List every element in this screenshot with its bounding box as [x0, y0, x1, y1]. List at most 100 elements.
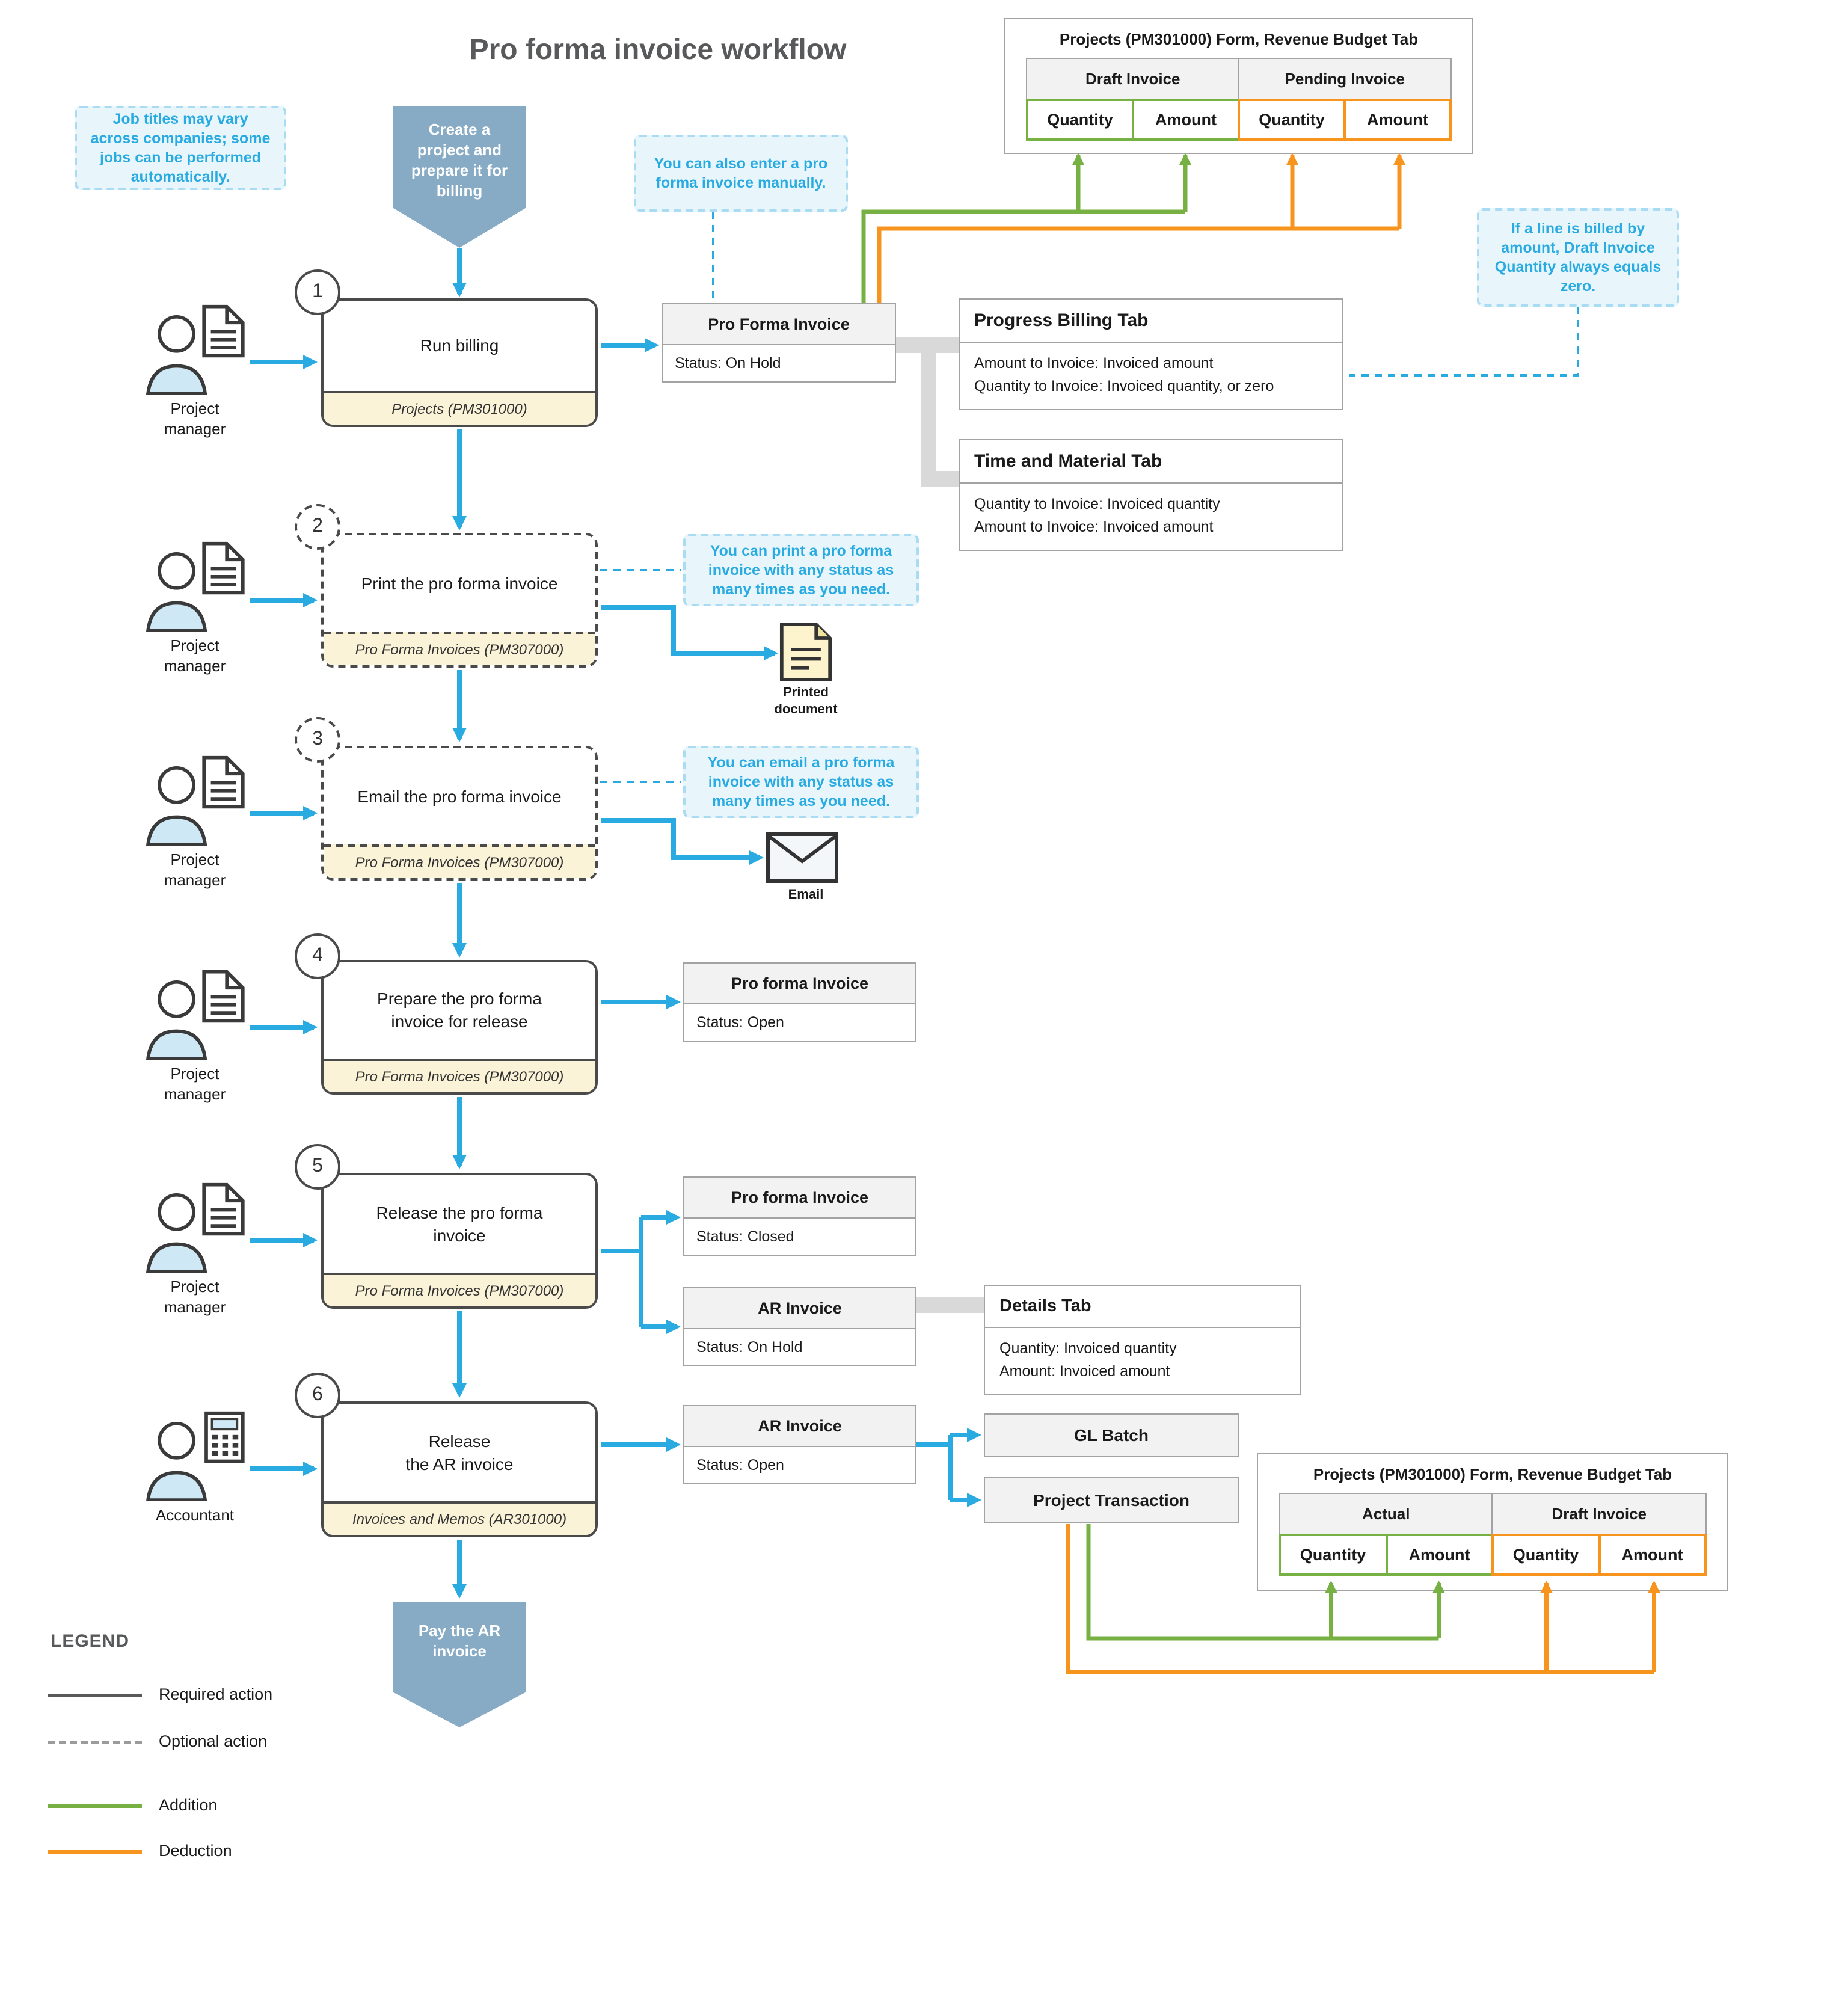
page-title: Pro forma invoice workflow	[469, 34, 847, 66]
step-title: Email the pro forma invoice	[357, 786, 562, 806]
column-group-actual: Actual	[1279, 1493, 1494, 1535]
table-title: Projects (PM301000) Form, Revenue Budget…	[1313, 1465, 1672, 1483]
revenue-budget-table-bottom: Projects (PM301000) Form, Revenue Budget…	[1257, 1453, 1728, 1591]
step-number-5: 5	[295, 1144, 340, 1190]
project-transaction-box: Project Transaction	[984, 1477, 1239, 1523]
printed-document-icon	[779, 622, 832, 682]
step-screen: Pro Forma Invoices (PM307000)	[324, 844, 595, 878]
time-material-tab-box: Time and Material Tab Quantity to Invoic…	[959, 439, 1343, 551]
legend-label: Addition	[159, 1796, 218, 1814]
step-screen: Pro Forma Invoices (PM307000)	[324, 1059, 595, 1092]
column-group-pending-invoice: Pending Invoice	[1238, 58, 1452, 100]
email-label: Email	[788, 888, 824, 902]
document-status: Status: Open	[696, 1014, 784, 1031]
step-number-3: 3	[295, 717, 340, 763]
progress-billing-tab-box: Progress Billing Tab Amount to Invoice: …	[959, 298, 1343, 410]
column-quantity: Quantity	[1491, 1533, 1600, 1575]
document-title: AR Invoice	[684, 1288, 915, 1329]
start-terminal: Create a project and prepare it for bill…	[393, 106, 526, 248]
document-status: Status: On Hold	[696, 1339, 803, 1356]
person-calculator-icon	[142, 1410, 248, 1501]
legend-swatch-addition	[48, 1804, 142, 1808]
legend-label: Required action	[159, 1685, 273, 1703]
document-title: AR Invoice	[684, 1406, 915, 1447]
step-number-1: 1	[295, 269, 340, 315]
step-release-ar-invoice: Release the AR invoice Invoices and Memo…	[321, 1401, 598, 1537]
document-title: Pro forma Invoice	[684, 964, 915, 1004]
legend-label: Deduction	[159, 1842, 232, 1860]
step-title: Release the AR invoice	[405, 1431, 514, 1473]
legend-swatch-optional	[48, 1741, 142, 1744]
tab-title: Progress Billing Tab	[960, 300, 1342, 343]
tab-title: Details Tab	[985, 1286, 1300, 1328]
actor-label: Project manager	[164, 399, 226, 438]
column-group-draft-invoice: Draft Invoice	[1491, 1493, 1707, 1535]
tab-title: Time and Material Tab	[960, 440, 1342, 484]
table-title: Projects (PM301000) Form, Revenue Budget…	[1059, 30, 1419, 48]
step-run-billing: Run billing Projects (PM301000)	[321, 298, 598, 427]
note-email-any-status: You can email a pro forma invoice with a…	[683, 746, 919, 818]
legend-swatch-required	[48, 1694, 142, 1697]
person-document-icon	[142, 540, 248, 632]
tab-line: Amount to Invoice: Invoiced amount	[974, 355, 1214, 372]
column-amount: Amount	[1132, 98, 1240, 140]
actor-label: Project manager	[164, 1277, 226, 1316]
note-manual-entry: You can also enter a pro forma invoice m…	[634, 135, 848, 212]
document-title: Pro Forma Invoice	[663, 304, 895, 345]
legend-title: LEGEND	[51, 1631, 130, 1652]
actor-label: Project manager	[164, 850, 226, 889]
email-icon	[766, 832, 838, 883]
step-number-4: 4	[295, 933, 340, 979]
tab-line: Amount: Invoiced amount	[999, 1363, 1170, 1380]
legend-label: Optional action	[159, 1732, 268, 1750]
note-print-any-status: You can print a pro forma invoice with a…	[683, 534, 919, 606]
column-amount: Amount	[1598, 1533, 1707, 1575]
step-number-6: 6	[295, 1373, 340, 1418]
column-group-draft-invoice: Draft Invoice	[1026, 58, 1240, 100]
actor-label: Accountant	[155, 1506, 235, 1524]
person-document-icon	[142, 303, 248, 395]
step-screen: Invoices and Memos (AR301000)	[324, 1501, 595, 1535]
step-title: Run billing	[420, 336, 499, 355]
column-quantity: Quantity	[1026, 98, 1134, 140]
step-title: Release the pro forma invoice	[376, 1202, 543, 1244]
ar-invoice-onhold-box: AR Invoice Status: On Hold	[683, 1287, 916, 1366]
document-status: Status: Open	[696, 1457, 784, 1474]
actor-label: Project manager	[164, 636, 226, 675]
document-status: Status: Closed	[696, 1228, 794, 1245]
revenue-budget-table-top: Projects (PM301000) Form, Revenue Budget…	[1004, 18, 1473, 153]
note-billed-by-amount: If a line is billed by amount, Draft Inv…	[1477, 208, 1679, 307]
flow-arrows	[250, 248, 981, 1599]
tab-line: Quantity: Invoiced quantity	[999, 1340, 1177, 1357]
printed-document-label: Printed document	[774, 686, 838, 717]
step-release-proforma: Release the pro forma invoice Pro Forma …	[321, 1173, 598, 1309]
note-job-titles: Job titles may vary across companies; so…	[75, 106, 286, 190]
column-quantity: Quantity	[1238, 98, 1346, 140]
document-title: Pro forma Invoice	[684, 1178, 915, 1219]
ar-invoice-open-box: AR Invoice Status: Open	[683, 1405, 916, 1484]
end-terminal: Pay the AR invoice	[393, 1602, 526, 1727]
tab-line: Quantity to Invoice: Invoiced quantity, …	[974, 378, 1274, 395]
step-title: Print the pro forma invoice	[361, 573, 558, 593]
step-print-proforma: Print the pro forma invoice Pro Forma In…	[321, 533, 598, 668]
step-screen: Projects (PM301000)	[324, 391, 595, 425]
step-email-proforma: Email the pro forma invoice Pro Forma In…	[321, 746, 598, 881]
step-number-2: 2	[295, 504, 340, 550]
step-title: Prepare the pro forma invoice for releas…	[377, 989, 542, 1031]
document-status: Status: On Hold	[675, 355, 781, 372]
details-tab-box: Details Tab Quantity: Invoiced quantity …	[984, 1285, 1301, 1395]
step-screen: Pro Forma Invoices (PM307000)	[324, 1273, 595, 1306]
gl-batch-box: GL Batch	[984, 1413, 1239, 1457]
person-document-icon	[142, 754, 248, 846]
tab-line: Amount to Invoice: Invoiced amount	[974, 518, 1214, 536]
legend-swatch-deduction	[48, 1850, 142, 1854]
person-document-icon	[142, 1181, 248, 1273]
column-amount: Amount	[1343, 98, 1452, 140]
tab-line: Quantity to Invoice: Invoiced quantity	[974, 496, 1220, 512]
step-screen: Pro Forma Invoices (PM307000)	[324, 632, 595, 665]
column-quantity: Quantity	[1279, 1533, 1387, 1575]
person-document-icon	[142, 968, 248, 1060]
actor-label: Project manager	[164, 1065, 226, 1103]
proforma-invoice-open-box: Pro forma Invoice Status: Open	[683, 962, 916, 1042]
